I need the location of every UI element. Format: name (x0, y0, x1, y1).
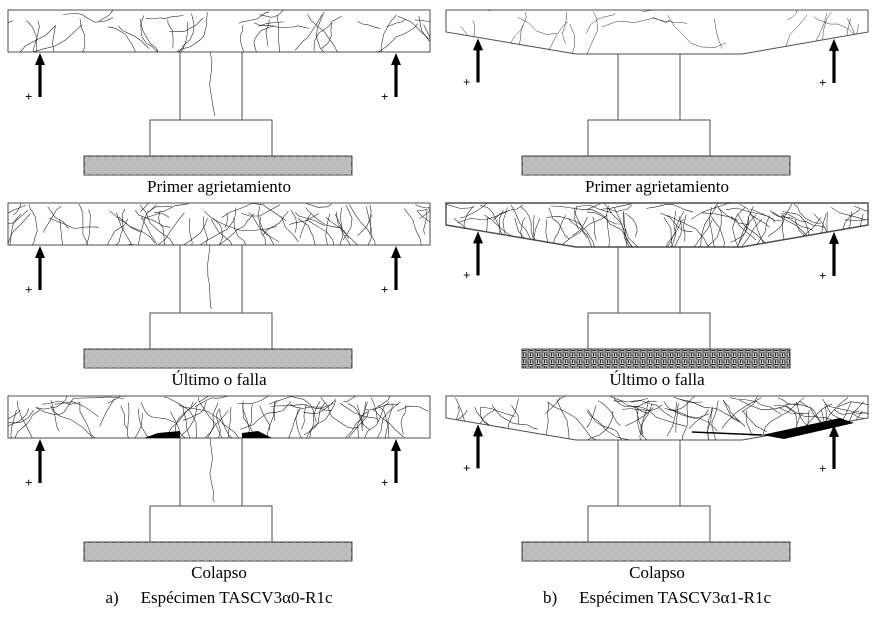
svg-text:+: + (463, 74, 470, 89)
figure-caption-b: b) Espécimen TASCV3α1-R1c (543, 588, 771, 608)
figure-caption-a: a) Espécimen TASCV3α0-R1c (105, 588, 332, 608)
panel-b-ultimate-failure: ++ Último o falla (442, 199, 872, 392)
stage-caption: Último o falla (609, 370, 705, 389)
svg-text:+: + (381, 282, 388, 297)
svg-text:+: + (819, 75, 826, 90)
svg-text:+: + (381, 475, 388, 490)
stage-caption: Colapso (191, 563, 247, 582)
panel-a-collapse: ++ Colapso (4, 392, 434, 585)
panel-b-first-cracking: ++ Primer agrietamiento (442, 6, 872, 199)
drawing-b-first-cracking: ++ (445, 9, 869, 176)
svg-text:+: + (463, 460, 470, 475)
drawing-a-collapse: ++ (7, 395, 431, 562)
stage-caption: Colapso (629, 563, 685, 582)
caption-text: Espécimen TASCV3α1-R1c (579, 588, 772, 607)
stage-caption: Primer agrietamiento (147, 177, 291, 196)
svg-text:+: + (819, 268, 826, 283)
panel-a-ultimate-failure: ++ Último o falla (4, 199, 434, 392)
drawing-a-ultimate-failure: ++ (7, 202, 431, 369)
drawing-b-collapse: ++ (445, 395, 869, 562)
drawing-b-ultimate-failure: ++ (445, 202, 869, 369)
panel-b-collapse: ++ Colapso (442, 392, 872, 585)
figure-crack-patterns: ++ Primer agrietamiento ++ Último o fall… (0, 6, 876, 608)
svg-text:+: + (25, 89, 32, 104)
caption-text: Espécimen TASCV3α0-R1c (140, 588, 333, 607)
svg-text:+: + (25, 475, 32, 490)
caption-prefix: b) (542, 588, 558, 607)
svg-text:+: + (381, 89, 388, 104)
specimen-column-a: ++ Primer agrietamiento ++ Último o fall… (0, 6, 438, 608)
specimen-column-b: ++ Primer agrietamiento ++ Último o fall… (438, 6, 876, 608)
stage-caption: Último o falla (171, 370, 267, 389)
drawing-a-first-cracking: ++ (7, 9, 431, 176)
panel-a-first-cracking: ++ Primer agrietamiento (4, 6, 434, 199)
svg-text:+: + (25, 282, 32, 297)
svg-text:+: + (463, 267, 470, 282)
stage-caption: Primer agrietamiento (585, 177, 729, 196)
caption-prefix: a) (105, 588, 119, 607)
svg-text:+: + (819, 461, 826, 476)
